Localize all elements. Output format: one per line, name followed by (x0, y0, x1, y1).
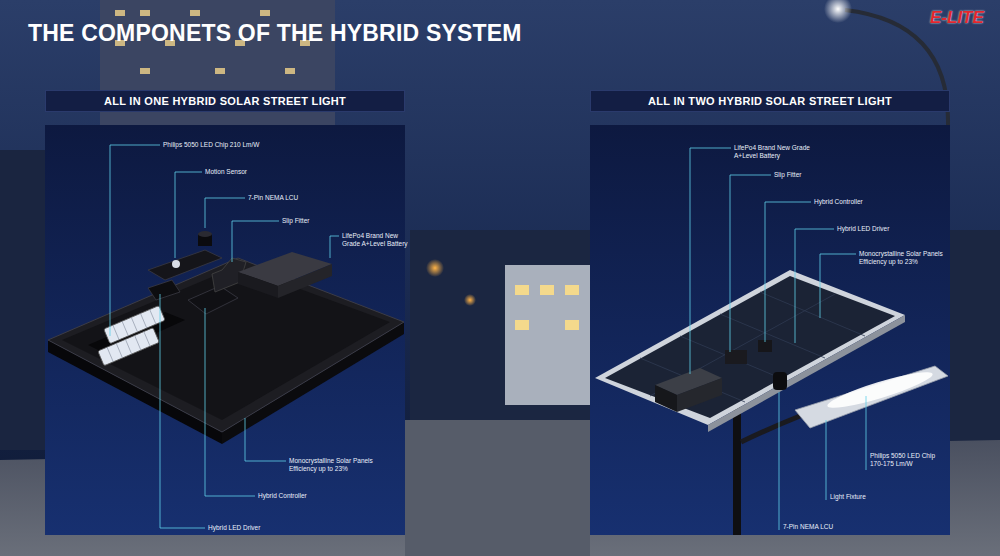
battery-front (677, 378, 722, 412)
leader-line (205, 198, 245, 228)
building (0, 150, 45, 450)
leader-line (795, 229, 834, 343)
leader-line (690, 148, 731, 374)
callout-label: Monocrystalline Solar Panels Efficiency … (859, 250, 959, 266)
slip-fitter (725, 350, 747, 364)
callout-label: 7-Pin NEMA LCU (783, 523, 833, 531)
battery-side (655, 385, 677, 412)
solar-tray-inner (62, 266, 390, 420)
battery-side (238, 272, 278, 298)
callout-label: Monocrystalline Solar Panels Efficiency … (289, 457, 394, 473)
building (505, 265, 590, 405)
lamp-arm (741, 416, 800, 442)
lamp-glow (825, 366, 935, 413)
callout-label: Philips 5050 LED Chip 170-175 Lm/W (870, 452, 945, 468)
leader-line (826, 420, 827, 500)
callout-label: 7-Pin NEMA LCU (248, 194, 298, 202)
led-driver (148, 280, 180, 300)
leader-line (110, 145, 160, 336)
leader-line (160, 294, 205, 528)
callout-label: Philips 5050 LED Chip 210 Lm/W (163, 141, 259, 149)
motion-sensor (172, 260, 180, 268)
callout-label: Light Fixture (830, 493, 866, 501)
building (950, 230, 1000, 460)
hybrid-controller (188, 286, 238, 314)
callout-label: Hybrid LED Driver (837, 225, 889, 233)
solar-tray (48, 258, 404, 432)
leader-line (866, 396, 867, 470)
page-title: THE COMPONETS OF THE HYBRID SYSTEM (28, 20, 522, 47)
header-band: ALL IN TWO HYBRID SOLAR STREET LIGHT (590, 90, 950, 112)
image-panel (590, 125, 950, 535)
city-blocks (410, 230, 590, 450)
leader-line (820, 254, 856, 318)
nema-lcu (773, 372, 787, 390)
road (405, 420, 590, 556)
nema-lcu-top (198, 231, 212, 237)
street-lamp-glow (464, 294, 476, 306)
leader-line (175, 172, 202, 258)
callout-label: Hybrid LED Driver (208, 524, 260, 532)
callout-label: LifePo4 Brand New Grade A+Level Battery (734, 144, 810, 160)
callout-label: Motion Sensor (205, 168, 247, 176)
leader-line (765, 202, 811, 342)
building-windows (515, 285, 579, 330)
callout-label: LifePo4 Brand New Grade A+Level Battery (342, 232, 414, 248)
street-light-glow (824, 0, 852, 23)
leader-lines (110, 145, 866, 530)
sensor-plate (148, 250, 222, 280)
battery-front (278, 264, 332, 298)
light-fixture (795, 366, 948, 428)
image-panel (45, 125, 405, 535)
brand-logo: E-LITE (930, 7, 984, 28)
leader-line (779, 392, 780, 530)
panel-heading: ALL IN ONE HYBRID SOLAR STREET LIGHT (104, 95, 346, 107)
leader-line (232, 221, 279, 262)
callout-label: Slip Fitter (774, 171, 801, 179)
cell-grid (640, 292, 865, 402)
callout-label: Hybrid Controller (258, 492, 307, 500)
header-band: ALL IN ONE HYBRID SOLAR STREET LIGHT (45, 90, 405, 112)
callout-label: Slip Fitter (282, 217, 309, 225)
leader-line (330, 236, 339, 258)
panel-heading: ALL IN TWO HYBRID SOLAR STREET LIGHT (648, 95, 892, 107)
street-lamp-glow (426, 259, 444, 277)
leader-line (205, 308, 255, 496)
callout-label: Hybrid Controller (814, 198, 863, 206)
leader-line (245, 418, 286, 461)
